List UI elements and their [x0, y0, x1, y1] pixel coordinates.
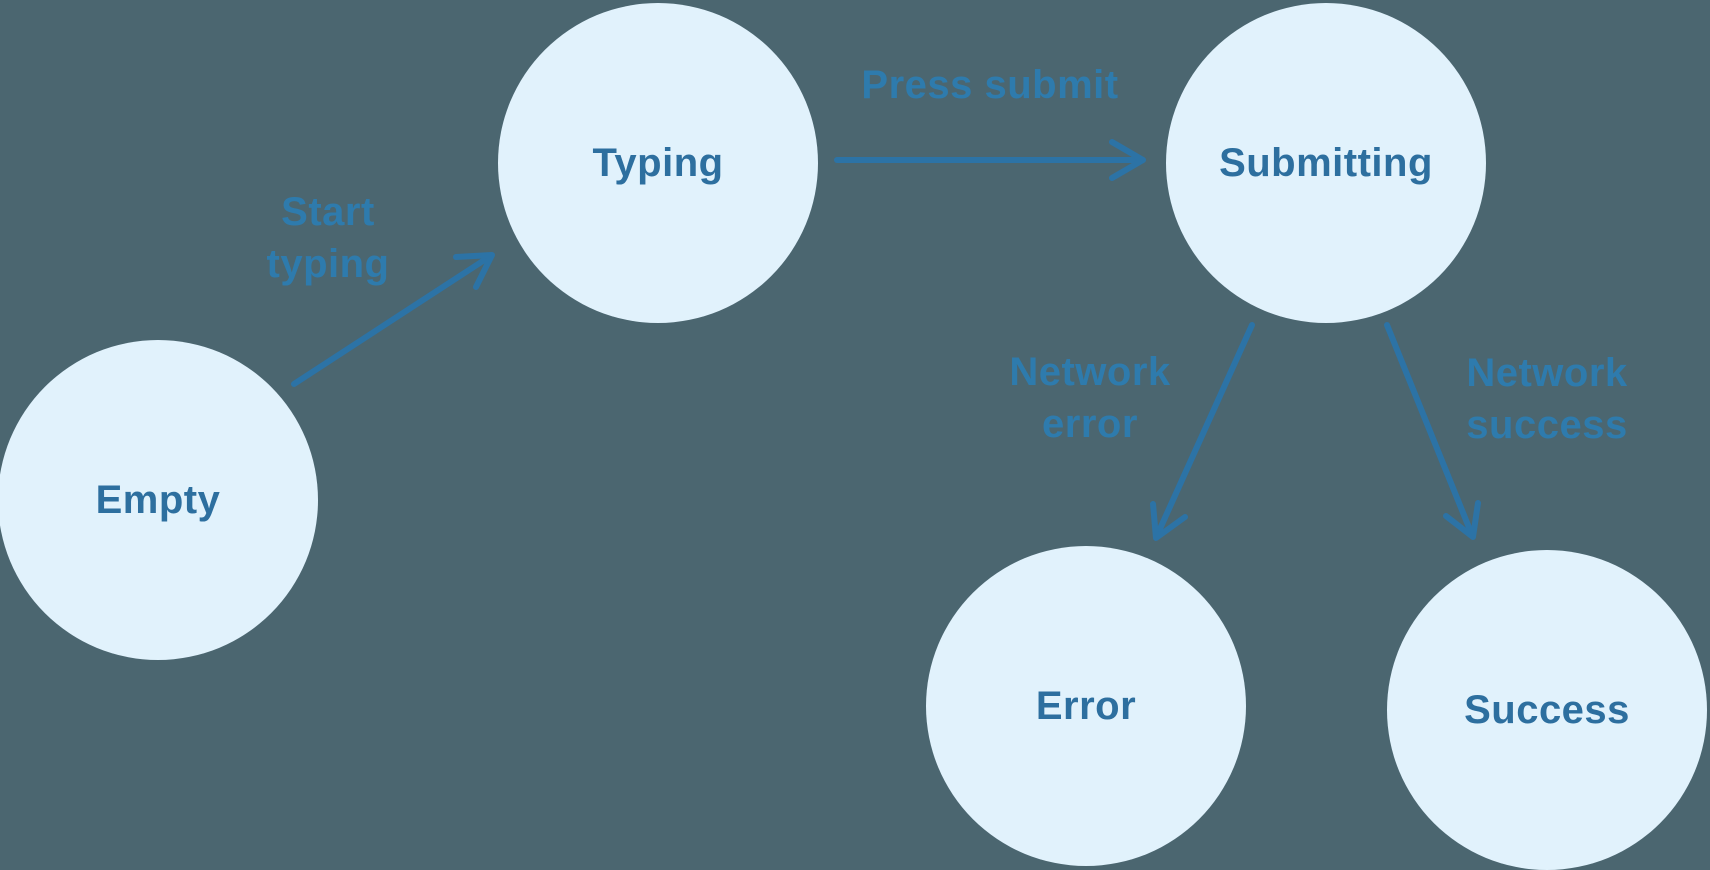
state-node-label: Submitting [1219, 140, 1433, 185]
transition-label-press-submit: Press submit [861, 63, 1119, 107]
arrow-line [1156, 322, 1255, 534]
state-node-submitting: Submitting [1166, 3, 1486, 323]
state-node-label: Error [1035, 683, 1137, 728]
state-node-label: Empty [95, 477, 221, 522]
state-node-empty: Empty [0, 340, 318, 660]
arrowhead-icon [1150, 501, 1188, 541]
transition-label-start-typing: Start typing [266, 190, 390, 286]
transition-arrow-typing-to-submitting [834, 139, 1146, 181]
transition-arrow-empty-to-typing [291, 252, 495, 387]
transition-label-network-success: Network success [1466, 351, 1628, 447]
arrowhead-icon [1443, 500, 1481, 540]
arrow-line [291, 254, 492, 387]
state-node-error: Error [926, 546, 1246, 866]
arrow-line [1384, 322, 1473, 533]
arrowhead-icon [453, 252, 495, 290]
state-node-typing: Typing [498, 3, 818, 323]
transition-label-network-error: Network error [1009, 350, 1171, 446]
arrowhead-icon [1109, 139, 1146, 181]
transition-arrow-submitting-to-error [1150, 322, 1255, 541]
state-node-label: Typing [592, 140, 724, 185]
transition-arrow-submitting-to-success [1384, 322, 1481, 540]
state-node-success: Success [1387, 550, 1707, 870]
state-node-label: Success [1464, 687, 1630, 732]
